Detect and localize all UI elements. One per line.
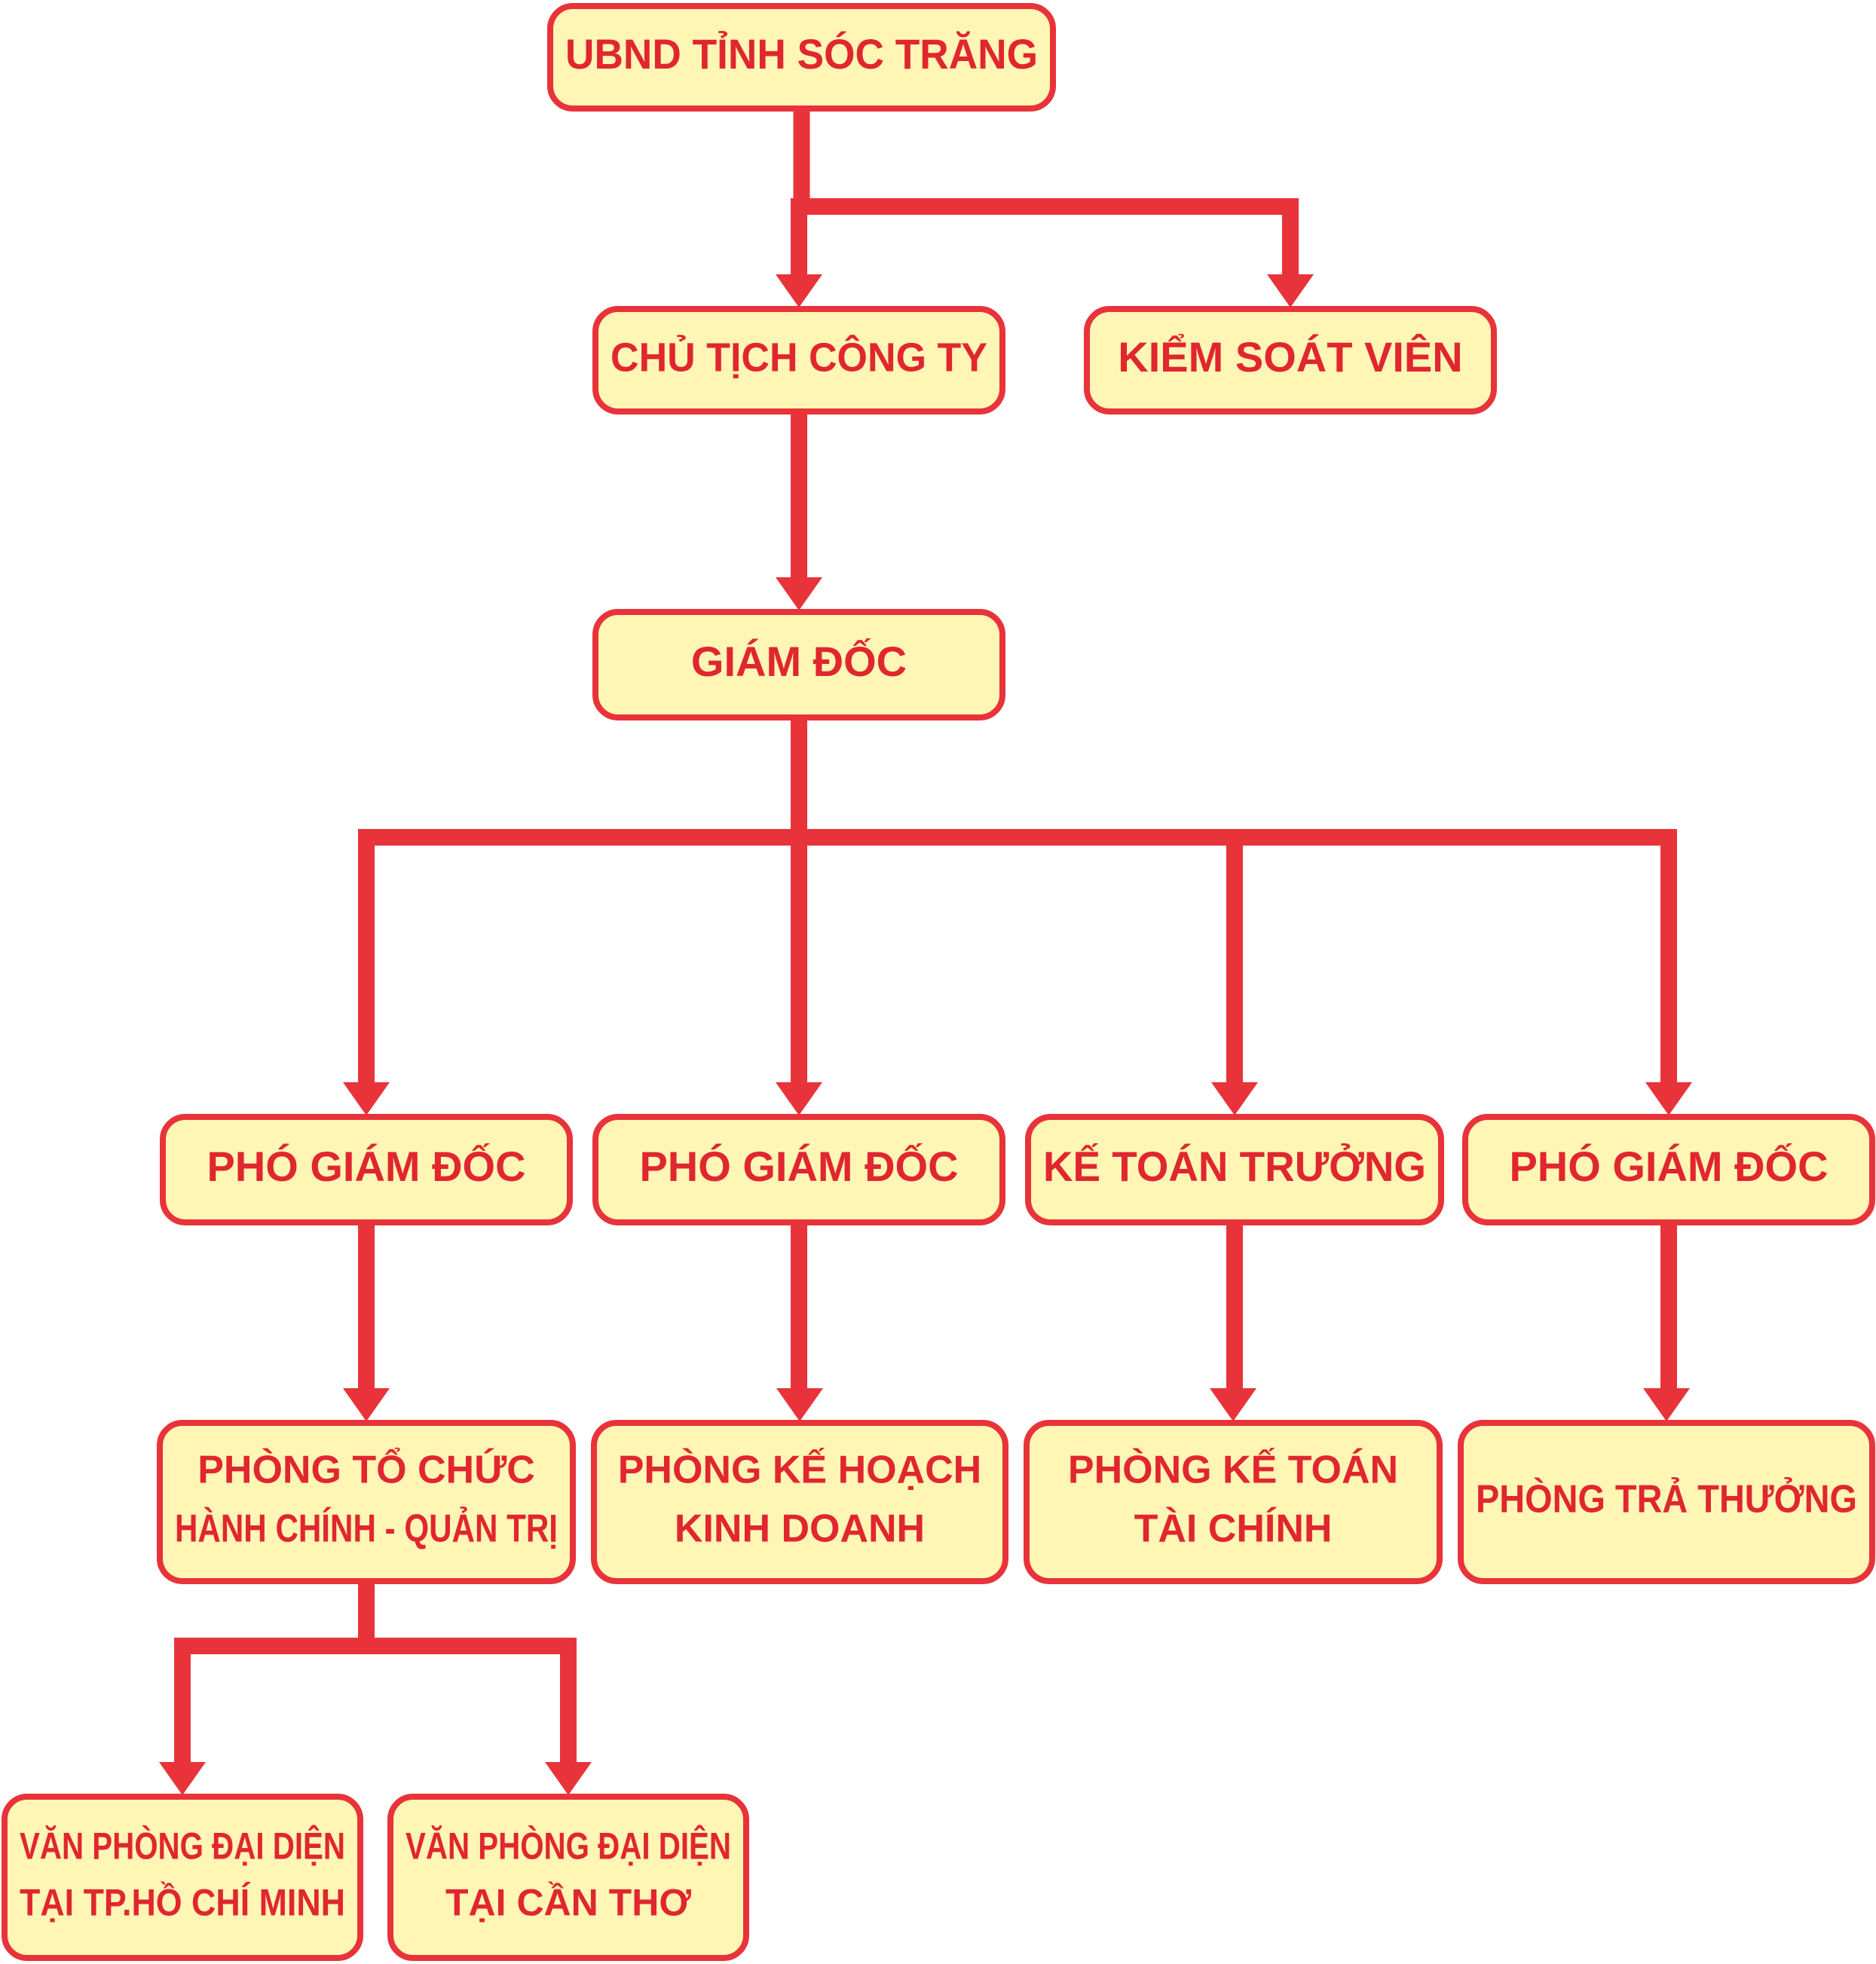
arrowhead: [776, 577, 822, 610]
node-label: VĂN PHÒNG ĐẠI DIỆN: [20, 1825, 345, 1868]
arrowhead: [1643, 1388, 1690, 1421]
node-vpdd-ct: VĂN PHÒNG ĐẠI DIỆN TẠI CẦN THƠ: [387, 1794, 749, 1961]
node-box: [1458, 1420, 1875, 1584]
arrowhead: [343, 1388, 390, 1421]
node-ke-toan-truong: KẾ TOÁN TRƯỞNG: [1025, 1114, 1444, 1225]
node-box: [1462, 1114, 1875, 1225]
node-kiem-soat: KIỂM SOÁT VIÊN: [1084, 306, 1497, 415]
node-box: [592, 609, 1005, 720]
node-label: CHỦ TỊCH CÔNG TY: [611, 334, 987, 380]
node-phong-khkd: PHÒNG KẾ HOẠCH KINH DOANH: [591, 1420, 1008, 1584]
arrowhead: [776, 1388, 823, 1421]
node-chu-tich: CHỦ TỊCH CÔNG TY: [592, 306, 1005, 415]
node-pho-gd-1: PHÓ GIÁM ĐỐC: [160, 1114, 573, 1225]
arrowhead: [776, 274, 822, 307]
node-box: [1025, 1114, 1444, 1225]
node-label: PHÒNG KẾ HOẠCH: [618, 1448, 981, 1492]
node-label: KẾ TOÁN TRƯỞNG: [1043, 1143, 1426, 1190]
arrowhead: [1211, 1082, 1258, 1115]
node-label: PHÓ GIÁM ĐỐC: [207, 1143, 525, 1190]
node-label: KINH DOANH: [675, 1507, 925, 1551]
node-label: PHÓ GIÁM ĐỐC: [1509, 1143, 1828, 1190]
node-phong-kttc: PHÒNG KẾ TOÁN TÀI CHÍNH: [1024, 1420, 1443, 1584]
node-box: [387, 1794, 749, 1961]
node-box: [157, 1420, 576, 1584]
arrowhead: [1645, 1082, 1692, 1115]
connector-giam_doc: [343, 717, 1692, 1115]
node-phong-tra-thuong: PHÒNG TRẢ THƯỞNG: [1458, 1420, 1875, 1584]
node-label: HÀNH CHÍNH - QUẢN TRỊ: [175, 1507, 558, 1551]
node-label: PHÒNG KẾ TOÁN: [1068, 1448, 1398, 1492]
arrowhead: [343, 1082, 390, 1115]
node-box: [592, 306, 1005, 415]
node-label: TÀI CHÍNH: [1134, 1507, 1333, 1551]
connectors-layer: [159, 109, 1692, 1795]
connector-chu_tich: [776, 411, 822, 610]
arrowhead: [776, 1082, 822, 1115]
connector-pho_gd_1: [343, 1222, 390, 1421]
node-box: [160, 1114, 573, 1225]
connector-pho_gd_2: [776, 1222, 823, 1421]
connector-ke_toan_truong: [1210, 1222, 1256, 1421]
arrowhead: [1267, 274, 1314, 307]
node-pho-gd-3: PHÓ GIÁM ĐỐC: [1462, 1114, 1875, 1225]
node-label: VĂN PHÒNG ĐẠI DIỆN: [405, 1825, 731, 1868]
node-label: GIÁM ĐỐC: [691, 638, 907, 685]
arrowhead: [159, 1762, 206, 1795]
node-giam-doc: GIÁM ĐỐC: [592, 609, 1005, 720]
node-box: [1084, 306, 1497, 415]
arrowhead: [1210, 1388, 1256, 1421]
connector-phong_tchc: [159, 1581, 592, 1795]
node-box: [591, 1420, 1008, 1584]
node-label: TẠI CẦN THƠ: [445, 1882, 691, 1924]
node-label: PHÒNG TRẢ THƯỞNG: [1476, 1477, 1857, 1522]
node-label: TẠI TP.HỒ CHÍ MINH: [20, 1882, 345, 1924]
node-label: UBND TỈNH SÓC TRĂNG: [565, 30, 1038, 78]
node-label: PHÒNG TỔ CHỨC: [197, 1448, 535, 1492]
connector-ubnd: [776, 109, 1314, 307]
node-box: [547, 3, 1056, 112]
node-pho-gd-2: PHÓ GIÁM ĐỐC: [592, 1114, 1005, 1225]
node-phong-tchc: PHÒNG TỔ CHỨC HÀNH CHÍNH - QUẢN TRỊ: [157, 1420, 576, 1584]
node-box: [1024, 1420, 1443, 1584]
node-box: [2, 1794, 363, 1961]
node-label: KIỂM SOÁT VIÊN: [1118, 333, 1462, 381]
connector-pho_gd_3: [1643, 1222, 1690, 1421]
node-box: [592, 1114, 1005, 1225]
nodes-layer: UBND TỈNH SÓC TRĂNG CHỦ TỊCH CÔNG TY KIỂM …: [2, 3, 1875, 1961]
node-vpdd-hcm: VĂN PHÒNG ĐẠI DIỆN TẠI TP.HỒ CHÍ MINH: [2, 1794, 363, 1961]
node-label: PHÓ GIÁM ĐỐC: [639, 1143, 958, 1190]
node-ubnd: UBND TỈNH SÓC TRĂNG: [547, 3, 1056, 112]
arrowhead: [545, 1762, 592, 1795]
